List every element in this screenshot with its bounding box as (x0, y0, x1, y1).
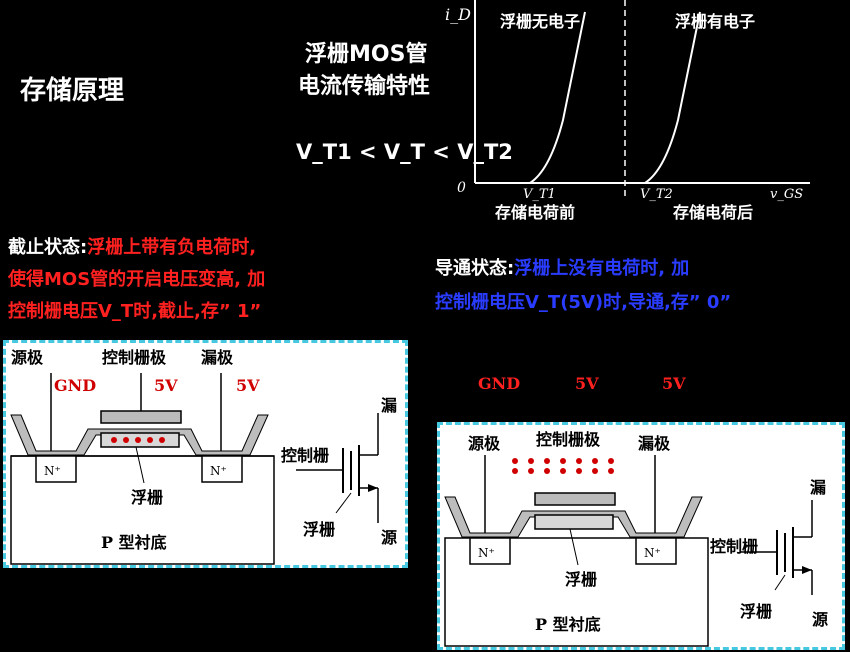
right-gnd-label: GND (478, 374, 521, 393)
substrate-label: P 型衬底 (101, 533, 167, 552)
control-gate (534, 492, 616, 506)
conduct-label: 导通状态: (435, 258, 515, 279)
right-5v-label-2: 5V (662, 374, 686, 393)
cutoff-description: 截止状态:浮栅上带有负电荷时, 使得MOS管的开启电压变高, 加 控制栅电压V_… (8, 232, 265, 328)
n-plus-right-text: N⁺ (644, 546, 661, 560)
drain-voltage-label: 5V (236, 376, 260, 395)
floating-gate (534, 514, 614, 530)
symbol-source-label: 源 (381, 528, 397, 547)
vt1-label: V_T1 (523, 187, 556, 202)
id-axis-label: i_D (445, 5, 471, 24)
curve-title-line2: 电流传输特性 (298, 74, 431, 99)
n-plus-left-text: N⁺ (478, 546, 495, 560)
vgs-label: v_GS (770, 187, 803, 202)
n-plus-right (635, 537, 677, 565)
conduct-line1: 浮栅上没有电荷时, 加 (514, 258, 690, 279)
symbol-floating-label: 浮栅 (303, 520, 335, 539)
symbol-control-label: 控制栅 (281, 446, 329, 465)
cutoff-line1: 浮栅上带有负电荷时, (87, 237, 257, 258)
symbol-source-label: 源 (812, 610, 828, 629)
source-label: 源极 (468, 434, 501, 453)
n-plus-left (35, 455, 77, 483)
origin-label: 0 (457, 180, 466, 196)
has-electron-label: 浮栅有电子 (675, 12, 755, 31)
conduct-description: 导通状态:浮栅上没有电荷时, 加 控制栅电压V_T(5V)时,导通,存” 0” (435, 252, 731, 320)
n-plus-right (201, 455, 243, 483)
source-label: 源极 (11, 348, 44, 367)
vt2-label: V_T2 (640, 187, 673, 202)
symbol-floating-label: 浮栅 (740, 602, 772, 621)
page-title: 存储原理 (20, 76, 125, 106)
cutoff-line2: 使得MOS管的开启电压变高, 加 (8, 269, 266, 290)
mosfet-symbol (296, 413, 379, 523)
control-gate-label: 控制栅极 (102, 348, 167, 367)
n-plus-left (469, 537, 511, 565)
after-storage-label: 存储电荷后 (673, 203, 753, 222)
transfer-curve-plot: 0 i_D 浮栅无电子 浮栅有电子 V_T1 V_T2 v_GS 存储电荷前 存… (445, 0, 810, 222)
curve-no-electron (529, 11, 586, 184)
control-gate-label: 控制栅极 (536, 430, 601, 449)
n-plus-left-text: N⁺ (44, 464, 61, 478)
drain-label: 漏极 (201, 348, 234, 367)
n-plus-right-text: N⁺ (210, 464, 227, 478)
cutoff-line3: 控制栅电压V_T时,截止,存” 1” (8, 301, 262, 322)
curve-title-line1: 浮栅MOS管 (305, 42, 428, 67)
control-voltage-label: 5V (154, 376, 178, 395)
floating-gate-label: 浮栅 (565, 570, 597, 589)
control-gate (100, 410, 182, 424)
mosfet-symbol (740, 500, 813, 595)
conduct-line2: 控制栅电压V_T(5V)时,导通,存” 0” (435, 292, 732, 313)
substrate-label: P 型衬底 (535, 615, 601, 634)
electron-charges (512, 458, 614, 474)
cutoff-label: 截止状态: (8, 237, 88, 258)
electron-charges (111, 437, 165, 443)
vt-relation: V_T1 < V_T < V_T2 (296, 140, 513, 164)
right-device-diagram: N⁺ N⁺ 源极 控制栅极 漏极 浮栅 P 型衬底 (444, 430, 828, 647)
gnd-label: GND (54, 376, 96, 395)
right-5v-label-1: 5V (575, 374, 599, 393)
left-device-diagram: N⁺ N⁺ 源极 控制栅极 漏极 GND 5V 5V 浮栅 P 型衬底 (10, 348, 397, 565)
symbol-drain-label: 漏 (810, 478, 826, 497)
right-device-panel: N⁺ N⁺ 源极 控制栅极 漏极 浮栅 P 型衬底 (437, 422, 845, 650)
no-electron-label: 浮栅无电子 (500, 12, 580, 31)
symbol-drain-label: 漏 (381, 396, 397, 415)
left-device-panel: N⁺ N⁺ 源极 控制栅极 漏极 GND 5V 5V 浮栅 P 型衬底 (3, 340, 408, 568)
before-storage-label: 存储电荷前 (495, 203, 575, 222)
symbol-control-label: 控制栅 (710, 537, 758, 556)
floating-gate-label: 浮栅 (131, 488, 163, 507)
drain-label: 漏极 (638, 434, 671, 453)
curve-has-electron (644, 11, 701, 184)
